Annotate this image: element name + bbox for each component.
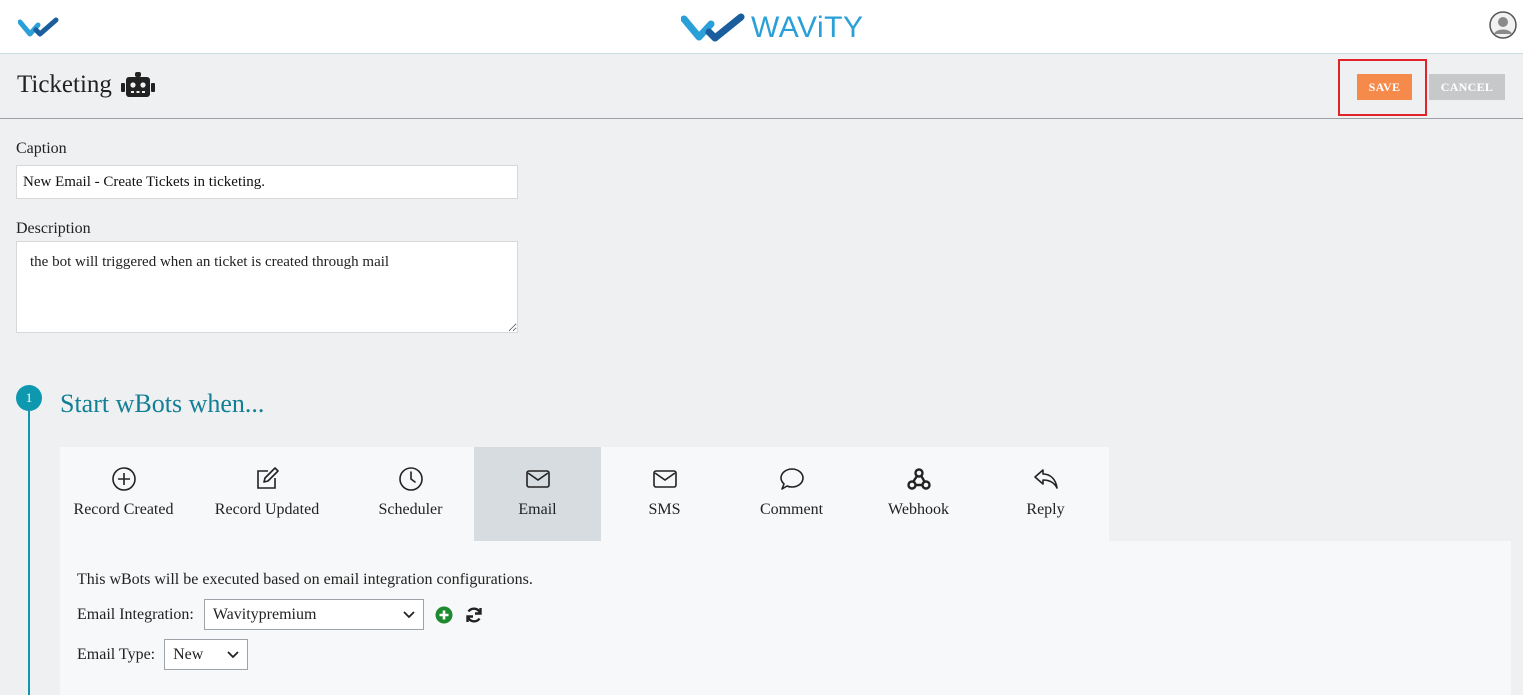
email-integration-label: Email Integration: bbox=[77, 605, 194, 623]
tab-label: SMS bbox=[648, 501, 681, 518]
trigger-tabs: Record Created Record Updated Scheduler … bbox=[60, 447, 1109, 541]
robot-icon bbox=[120, 72, 155, 97]
tab-label: Record Updated bbox=[214, 501, 320, 518]
refresh-icon[interactable] bbox=[464, 605, 484, 625]
plus-circle-icon bbox=[111, 467, 136, 491]
top-bar: WAViTY bbox=[0, 0, 1523, 54]
email-integration-value: Wavitypremium bbox=[212, 605, 317, 623]
tab-sms[interactable]: SMS bbox=[601, 447, 728, 541]
chevron-down-icon bbox=[227, 650, 239, 658]
page-title-text: Ticketing bbox=[17, 71, 112, 98]
email-type-value: New bbox=[173, 645, 204, 663]
user-avatar-icon[interactable] bbox=[1489, 11, 1517, 39]
email-type-label: Email Type: bbox=[77, 645, 156, 663]
clock-icon bbox=[398, 467, 423, 491]
brand-mark-icon bbox=[681, 13, 745, 42]
description-label: Description bbox=[16, 220, 91, 237]
step-title: Start wBots when... bbox=[60, 389, 265, 418]
email-type-row: Email Type: New bbox=[77, 639, 249, 670]
tab-label: Reply bbox=[1026, 501, 1065, 518]
tab-scheduler[interactable]: Scheduler bbox=[347, 447, 474, 541]
tab-label: Record Created bbox=[73, 501, 174, 518]
tab-webhook[interactable]: Webhook bbox=[855, 447, 982, 541]
tab-comment[interactable]: Comment bbox=[728, 447, 855, 541]
email-integration-row: Email Integration: Wavitypremium bbox=[77, 599, 484, 630]
email-trigger-panel: This wBots will be executed based on ema… bbox=[60, 541, 1511, 695]
tab-label: Email bbox=[518, 501, 557, 518]
step-number-badge: 1 bbox=[16, 385, 42, 411]
brand-logo: WAViTY bbox=[681, 10, 863, 46]
cancel-button[interactable]: CANCEL bbox=[1429, 74, 1505, 100]
step-connector-line bbox=[28, 410, 30, 695]
email-integration-select[interactable]: Wavitypremium bbox=[203, 599, 424, 630]
reply-icon bbox=[1033, 469, 1058, 489]
tab-email[interactable]: Email bbox=[474, 447, 601, 541]
caption-input[interactable] bbox=[16, 165, 518, 199]
add-integration-icon[interactable] bbox=[434, 605, 454, 625]
tab-label: Scheduler bbox=[378, 501, 443, 518]
chevron-down-icon bbox=[403, 610, 415, 618]
edit-icon bbox=[257, 467, 279, 489]
envelope-icon bbox=[652, 470, 677, 488]
caption-label: Caption bbox=[16, 140, 67, 157]
webhook-icon bbox=[906, 468, 931, 490]
panel-info-text: This wBots will be executed based on ema… bbox=[77, 571, 533, 588]
envelope-icon bbox=[525, 470, 550, 488]
brand-name: WAViTY bbox=[751, 11, 864, 44]
save-button[interactable]: SAVE bbox=[1357, 74, 1412, 100]
email-type-select[interactable]: New bbox=[164, 639, 249, 670]
tab-record-created[interactable]: Record Created bbox=[60, 447, 187, 541]
description-textarea[interactable]: the bot will triggered when an ticket is… bbox=[16, 241, 518, 333]
tab-reply[interactable]: Reply bbox=[982, 447, 1109, 541]
page-title: Ticketing bbox=[17, 71, 156, 99]
tab-label: Webhook bbox=[888, 501, 949, 518]
title-bar: Ticketing SAVE CANCEL bbox=[0, 55, 1523, 119]
wavity-logo-icon[interactable] bbox=[18, 16, 60, 38]
tab-record-updated[interactable]: Record Updated bbox=[187, 447, 347, 541]
comment-icon bbox=[779, 468, 804, 490]
tab-label: Comment bbox=[759, 501, 824, 518]
